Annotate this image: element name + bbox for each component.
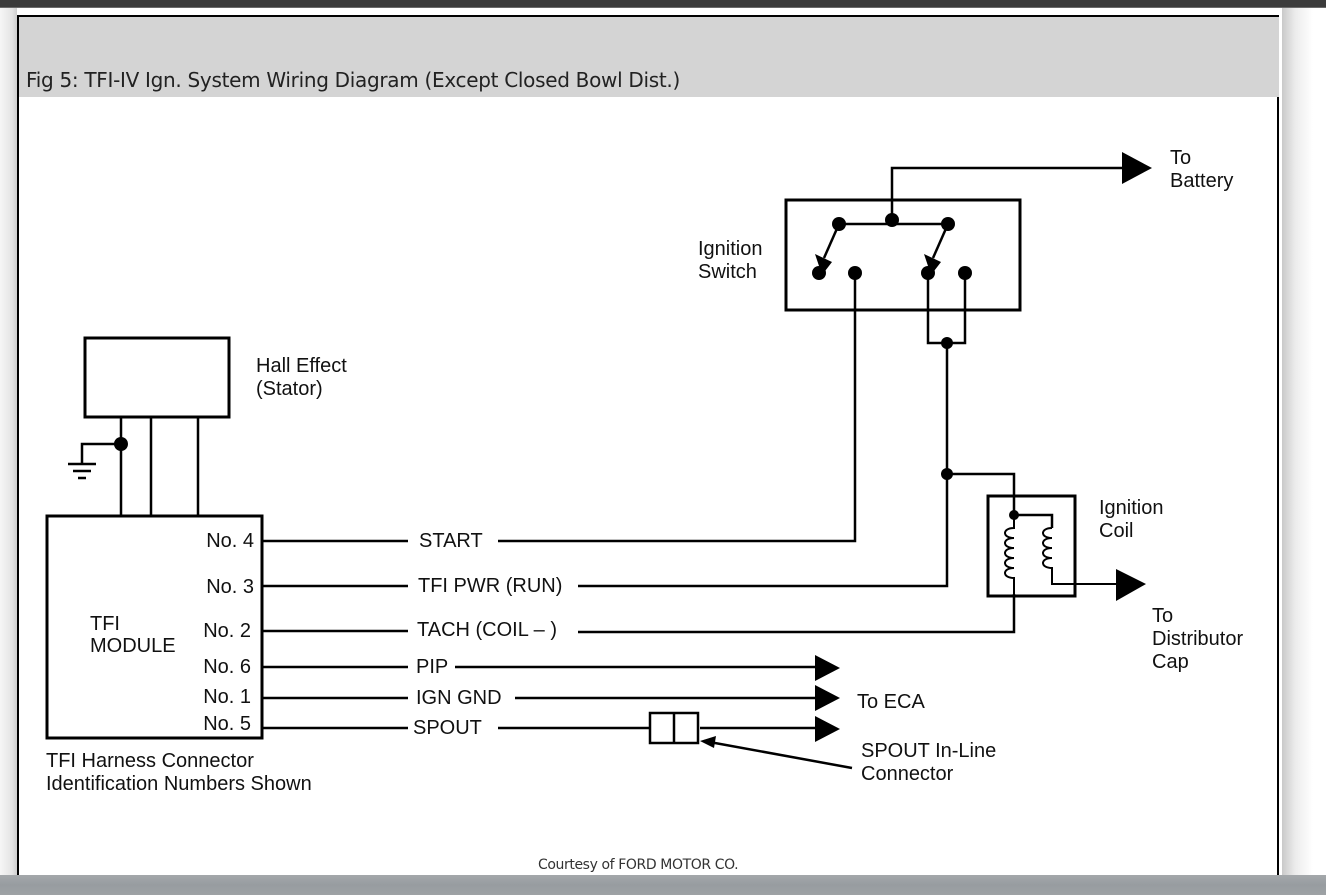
- ignition-coil-label: Ignition: [1099, 497, 1164, 519]
- tfi-module-box: [45, 514, 264, 740]
- tfi-module-label: MODULE: [90, 635, 176, 657]
- run-wire-b: [578, 343, 949, 588]
- switch-blade-arrow: [815, 254, 832, 275]
- browser-bottom-bar: [0, 875, 1326, 895]
- to-distributor-label: Cap: [1152, 651, 1189, 673]
- switch-terminal: [941, 217, 955, 231]
- tach-wire-right: [578, 594, 1016, 634]
- ign-gnd-arrow: [815, 685, 840, 711]
- hall-effect-box: [83, 336, 231, 419]
- signal-label-pip: PIP: [416, 656, 448, 678]
- coil-secondary-top: [1014, 513, 1054, 528]
- switch-terminal: [848, 266, 862, 280]
- spout-connector-leader: [703, 739, 853, 770]
- junction-dot: [941, 337, 953, 349]
- pin-label: No. 3: [206, 576, 254, 598]
- spout-connector-label: Connector: [861, 763, 954, 785]
- switch-terminal: [832, 217, 846, 231]
- figure-credit: Courtesy of FORD MOTOR CO.: [538, 857, 739, 873]
- switch-terminal: [958, 266, 972, 280]
- ground-wire: [80, 442, 121, 463]
- figure-header: Fig 5: TFI-IV Ign. System Wiring Diagram…: [19, 17, 1279, 97]
- start-wire-right: [498, 273, 857, 543]
- hall-effect-label: (Stator): [256, 378, 323, 400]
- to-distributor-arrow: [1116, 569, 1146, 601]
- to-eca-label: To ECA: [857, 691, 925, 713]
- signal-label-tach: TACH (COIL – ): [417, 619, 557, 641]
- primary-winding: [1004, 515, 1015, 594]
- right-page-shadow: [1282, 8, 1326, 875]
- to-distributor-label: To: [1152, 605, 1173, 627]
- signal-label-run: TFI PWR (RUN): [418, 575, 562, 597]
- spout-arrow: [815, 716, 840, 742]
- figure-title: Fig 5: TFI-IV Ign. System Wiring Diagram…: [26, 68, 680, 92]
- harness-note: TFI Harness Connector: [46, 750, 254, 772]
- ignition-switch-label: Ignition: [698, 238, 763, 260]
- pin-label: No. 5: [203, 713, 251, 735]
- spout-connector-label: SPOUT In-Line: [861, 740, 996, 762]
- ignition-coil-box: [986, 494, 1077, 598]
- browser-top-bar: [0, 0, 1326, 8]
- secondary-winding: [1042, 527, 1118, 585]
- pin-label: No. 2: [203, 620, 251, 642]
- pin-label: No. 1: [203, 686, 251, 708]
- to-distributor-label: Distributor: [1152, 628, 1243, 650]
- switch-terminal: [885, 213, 899, 227]
- signal-label-ign-gnd: IGN GND: [416, 687, 502, 709]
- junction-dot: [941, 468, 953, 480]
- pin-label: No. 6: [203, 656, 251, 678]
- junction-dot: [1009, 510, 1019, 520]
- battery-wire: [890, 166, 1125, 220]
- switch-blade-arrow: [924, 254, 941, 275]
- to-battery-label: Battery: [1170, 170, 1233, 192]
- junction-dot: [114, 437, 128, 451]
- figure-frame: [17, 15, 1279, 885]
- coil-feed-wire: [947, 472, 1016, 515]
- ignition-coil-label: Coil: [1099, 520, 1133, 542]
- signal-label-spout: SPOUT: [413, 717, 482, 739]
- to-battery-label: To: [1170, 147, 1191, 169]
- ignition-switch-label: Switch: [698, 261, 757, 283]
- pin-label: No. 4: [206, 530, 254, 552]
- to-battery-arrow: [1122, 152, 1152, 184]
- left-page-shadow: [0, 8, 17, 875]
- spout-leader-arrow: [700, 736, 716, 748]
- signal-label-start: START: [419, 530, 483, 552]
- tfi-module-label: TFI: [90, 613, 120, 635]
- run-wire-a: [926, 273, 967, 345]
- harness-note: Identification Numbers Shown: [46, 773, 312, 795]
- ignition-switch-box: [784, 198, 1022, 312]
- hall-effect-label: Hall Effect: [256, 355, 347, 377]
- pip-arrow: [815, 655, 840, 681]
